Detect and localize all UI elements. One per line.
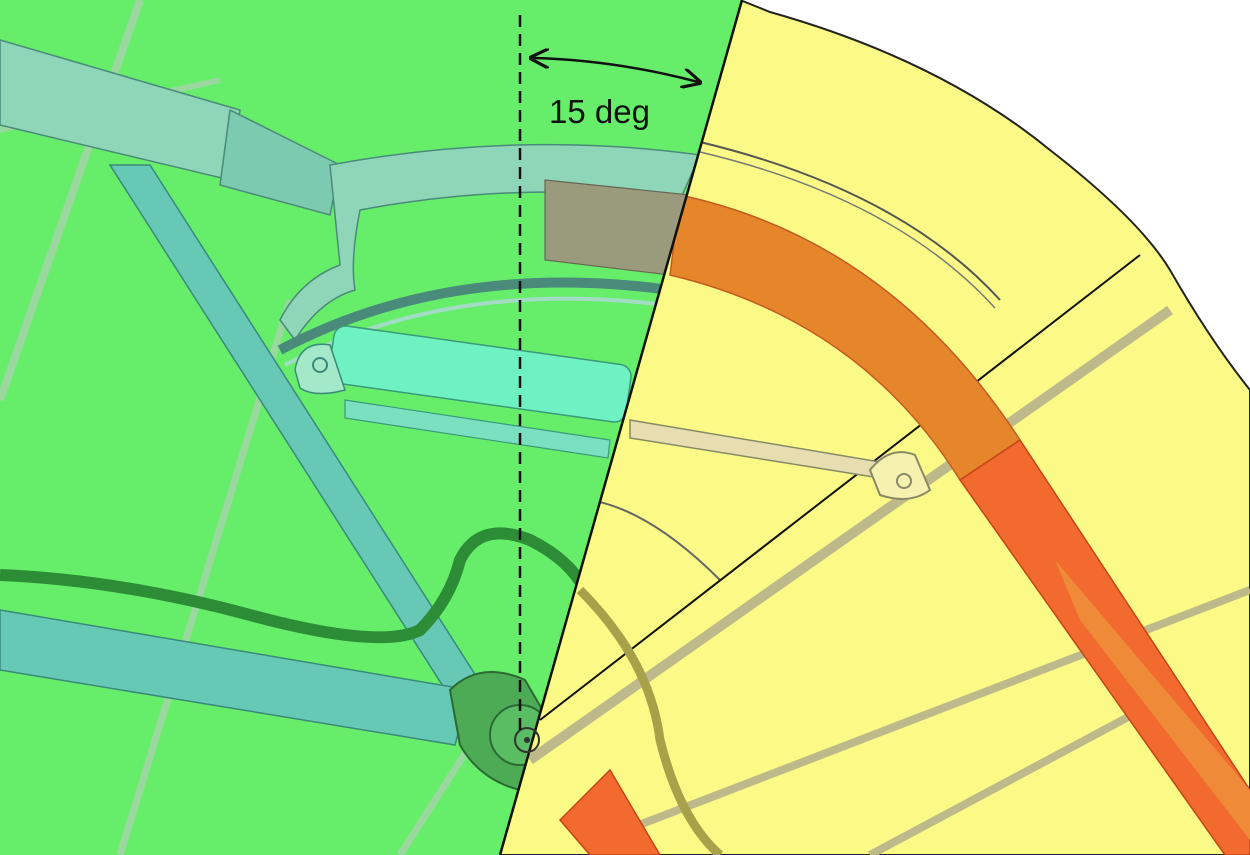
angle-label: 15 deg — [549, 93, 650, 130]
rotation-boundary-line — [498, 0, 744, 855]
green-region-group — [0, 0, 742, 855]
yellow-region-group — [500, 0, 1250, 855]
green-upper-beam-joint — [219, 108, 341, 216]
green-small-hinge — [294, 343, 346, 395]
orange-band-highlight — [1055, 560, 1250, 840]
yellow-small-arc — [589, 499, 721, 581]
yellow-strut-1 — [527, 305, 1173, 765]
green-frame-arc — [279, 143, 702, 342]
yellow-cable — [576, 586, 724, 855]
green-cable — [0, 527, 591, 644]
yellow-hinge-pin — [896, 473, 912, 489]
pivot-ring — [514, 727, 540, 753]
green-frame-inner-arc — [277, 277, 671, 355]
cylinder-mount-plate — [344, 399, 611, 459]
angle-arrow — [533, 58, 698, 82]
green-small-hinge-pin — [312, 357, 328, 373]
pivot-point — [524, 737, 530, 743]
green-grid-line-1 — [0, 0, 144, 402]
yellow-inner-arc-2 — [699, 151, 996, 309]
green-lower-beam — [0, 609, 471, 746]
yellow-strut-3 — [868, 696, 1162, 855]
yellow-lower-red-bar — [558, 768, 662, 855]
yellow-thin-line — [539, 254, 1141, 721]
green-frame-inner-arc-2 — [284, 296, 666, 367]
yellow-inner-arc — [699, 141, 1001, 301]
